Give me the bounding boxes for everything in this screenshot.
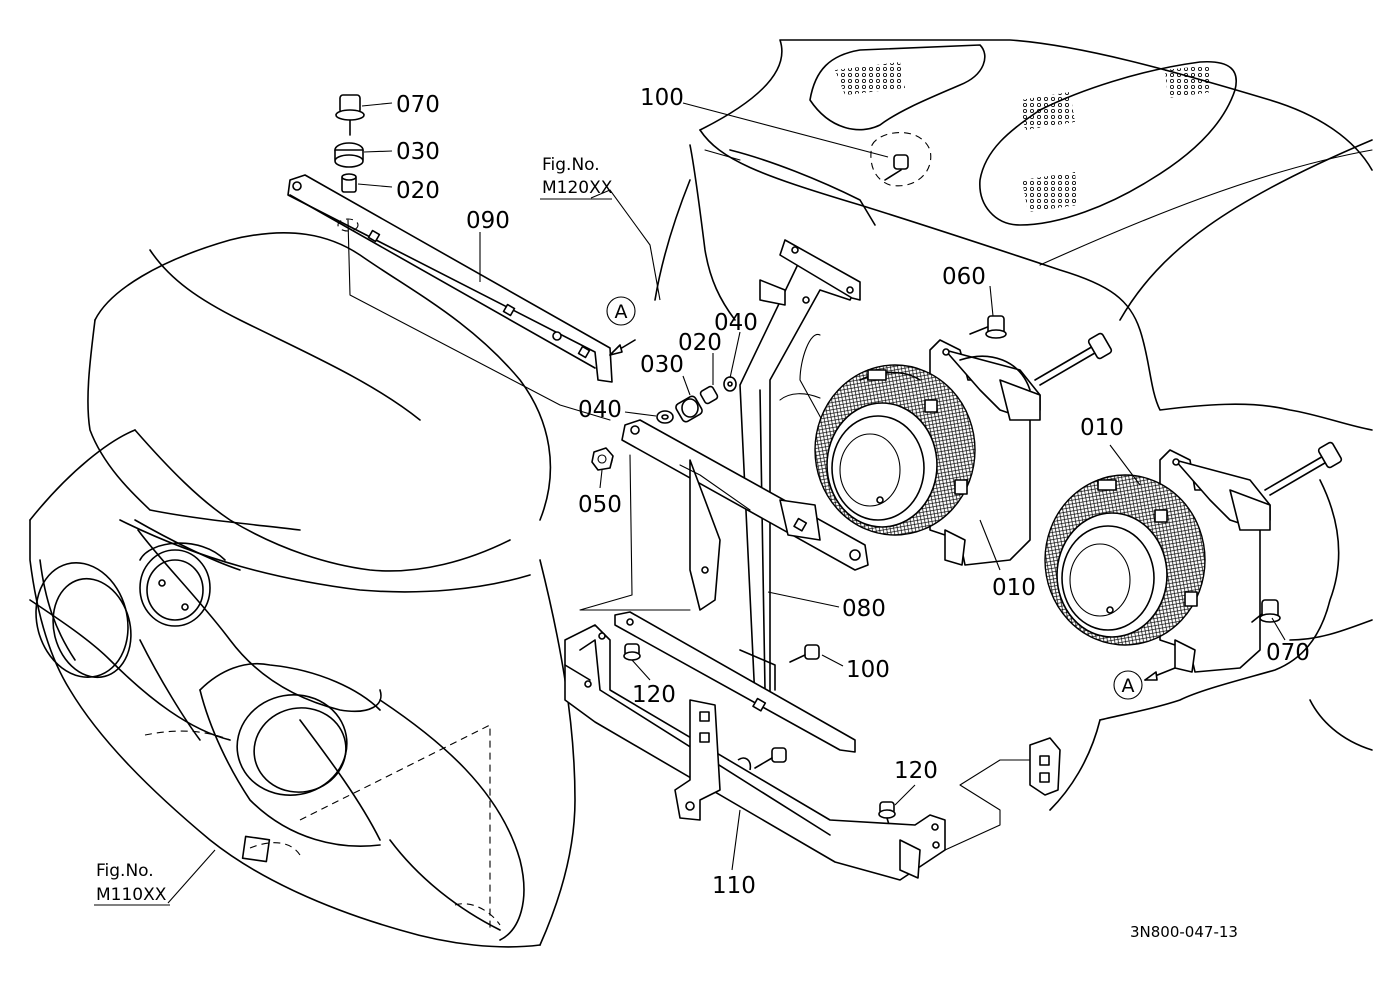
- callout-030-middle: 030: [640, 352, 684, 378]
- svg-text:Fig.No.: Fig.No.: [542, 155, 600, 175]
- callout-060: 060: [942, 264, 986, 290]
- callout-030-top: 030: [396, 139, 440, 165]
- callout-100-top: 100: [640, 85, 684, 111]
- frame-110: [564, 624, 946, 881]
- lower-cross-bar: [579, 454, 856, 753]
- detail-circle: [870, 131, 932, 187]
- callout-080: 080: [842, 596, 886, 622]
- figure-ref-m120xx: Fig.No. M120XX: [540, 155, 613, 200]
- leader-lines: [167, 102, 1286, 904]
- svg-text:M120XX: M120XX: [542, 178, 613, 198]
- callout-070-lower: 070: [1266, 640, 1310, 666]
- bolt-060: [969, 315, 1007, 339]
- svg-text:A: A: [615, 301, 628, 323]
- callout-100-middle: 100: [846, 657, 890, 683]
- callout-040-lower: 040: [578, 397, 622, 423]
- stay-080: [739, 239, 861, 701]
- callout-020-middle: 020: [678, 330, 722, 356]
- bolt-100-middle: [789, 644, 820, 663]
- headlight-010-lower: [1044, 441, 1343, 673]
- bolt-lower-middle: [754, 747, 787, 769]
- svg-text:A: A: [1122, 675, 1135, 697]
- bolt-100-top: [884, 154, 909, 181]
- bolt-120-left: [623, 643, 641, 661]
- callout-120-right: 120: [894, 758, 938, 784]
- svg-text:Fig.No.: Fig.No.: [96, 861, 154, 881]
- bolt-stack-top: [334, 94, 365, 193]
- headlight-010-upper: [814, 332, 1113, 566]
- side-bracket: [944, 737, 1061, 851]
- callout-numbers: 070 030 020 090 100 060 040 020 030 040 …: [396, 85, 1310, 899]
- view-arrow-a-right: A: [1113, 667, 1176, 700]
- nut-050: [591, 447, 614, 471]
- figure-ref-m110xx: Fig.No. M110XX: [94, 861, 170, 906]
- callout-050: 050: [578, 492, 622, 518]
- callout-090: 090: [466, 208, 510, 234]
- bolt-120-right: [878, 801, 896, 829]
- callout-120-left: 120: [632, 682, 676, 708]
- front-bonnet: [29, 231, 576, 948]
- svg-text:M110XX: M110XX: [96, 885, 167, 905]
- callout-070-top: 070: [396, 92, 440, 118]
- callout-020-top: 020: [396, 178, 440, 204]
- callout-110: 110: [712, 873, 756, 899]
- bolt-070-lower: [1251, 599, 1281, 623]
- view-arrow-a-left: A: [606, 296, 636, 356]
- callout-040-upper: 040: [714, 310, 758, 336]
- drawing-code: 3N800-047-13: [1130, 923, 1238, 941]
- arm-bar: [621, 419, 869, 611]
- spacer-stack-middle: [593, 376, 737, 469]
- callout-010-upper-lamp: 010: [992, 575, 1036, 601]
- bracket-bar-090: [287, 174, 613, 421]
- tractor-hood-outline: [654, 39, 1373, 811]
- callout-010-lower-lamp: 010: [1080, 415, 1124, 441]
